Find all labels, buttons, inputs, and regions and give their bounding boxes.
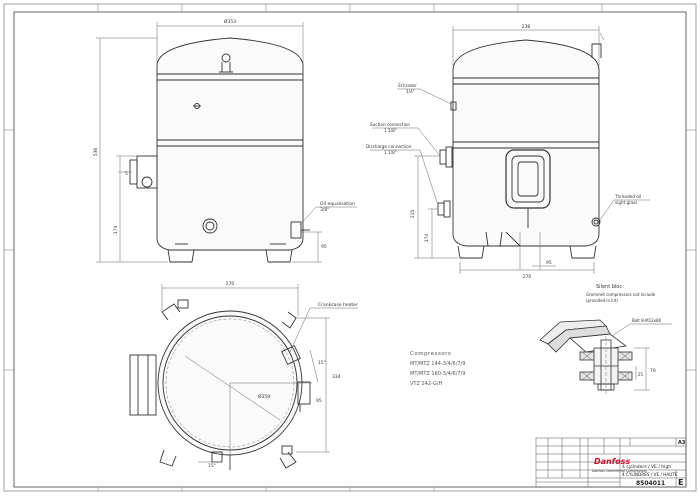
callout-bolt: Bolt 8-M12x80 <box>632 318 662 323</box>
compressors-line-2: MT/MTZ 160-3/4/6/7/9 <box>410 371 465 377</box>
dim-front-base: 5 <box>125 171 128 177</box>
compressors-title: Compressors <box>410 351 451 357</box>
callout-crankcase-heater: Crankcase heater <box>318 302 358 308</box>
dim-side-right-h: 95 <box>546 260 552 266</box>
front-view <box>129 37 310 263</box>
titleblock-subtitle-en: 4 cylinders / VE / high <box>622 464 671 470</box>
callout-schrader-size: 1/4" <box>406 89 415 94</box>
dim-front-height: 536 <box>93 148 99 157</box>
danfoss-logo: Danfoss <box>594 457 630 466</box>
dim-side-width: 238 <box>522 24 531 30</box>
titleblock-sheet-size: A3 <box>678 440 686 446</box>
callout-schrader: Schrader <box>398 83 417 88</box>
dim-detail-height: 70 <box>650 368 656 374</box>
silent-bloc-detail <box>539 319 633 394</box>
dim-top-diameter: Ø359 <box>258 393 270 400</box>
top-view <box>129 299 311 470</box>
side-view <box>437 39 602 259</box>
silent-bloc-title: Silent bloc <box>596 284 622 290</box>
title-block <box>535 437 687 488</box>
dim-front-width: Ø353 <box>224 18 236 25</box>
compressors-line-1: MT/MTZ 144-3/4/6/7/9 <box>410 361 465 367</box>
callout-oil-equalisation: Oil equalisation <box>320 201 355 207</box>
dim-side-h2: 174 <box>424 234 430 243</box>
dim-top-angle-1: 15° <box>318 360 326 366</box>
dim-top-depth: 334 <box>332 374 341 380</box>
compressors-line-3: VTZ 242-G/H <box>410 381 443 387</box>
side-dimensions <box>370 26 650 274</box>
dim-side-h1: 215 <box>410 210 416 219</box>
titleblock-subtitle-fr: 4 CYLINDRES / VE / HAUTE <box>622 472 678 477</box>
dim-top-width: 270 <box>226 281 235 287</box>
callout-suction-size: 1 5/8" <box>384 128 397 133</box>
callout-suction: Suction connection <box>370 122 410 127</box>
callout-discharge: Discharge connection <box>366 144 412 149</box>
titleblock-drawing-no: 8504011 <box>636 480 665 487</box>
dim-side-base-width: 270 <box>523 274 532 280</box>
front-dimensions <box>96 22 357 263</box>
top-dimensions <box>161 284 358 465</box>
callout-oil-equalisation-size: 3/8" <box>320 207 329 213</box>
dim-front-lower-height: 174 <box>113 226 119 235</box>
titleblock-revision: E <box>678 478 683 487</box>
callout-threaded-oil: Threaded oil <box>614 194 641 199</box>
dim-detail-small: 25 <box>638 372 644 377</box>
callout-discharge-size: 1 1/8" <box>384 150 397 155</box>
silent-bloc-note-1: Grommet compressors not include <box>586 292 656 297</box>
silent-bloc-dims <box>611 323 672 391</box>
dim-front-gap: 95 <box>321 244 327 250</box>
border-ticks <box>4 4 696 491</box>
silent-bloc-note-2: (provided in kit) <box>586 298 618 303</box>
dim-top-right-small: 95 <box>316 398 322 404</box>
danfoss-subtitle: Danfoss Commercial Compressors <box>592 469 647 473</box>
callout-sight-glass: sight glass <box>615 200 637 205</box>
dim-top-angle-2: 15° <box>208 463 216 469</box>
